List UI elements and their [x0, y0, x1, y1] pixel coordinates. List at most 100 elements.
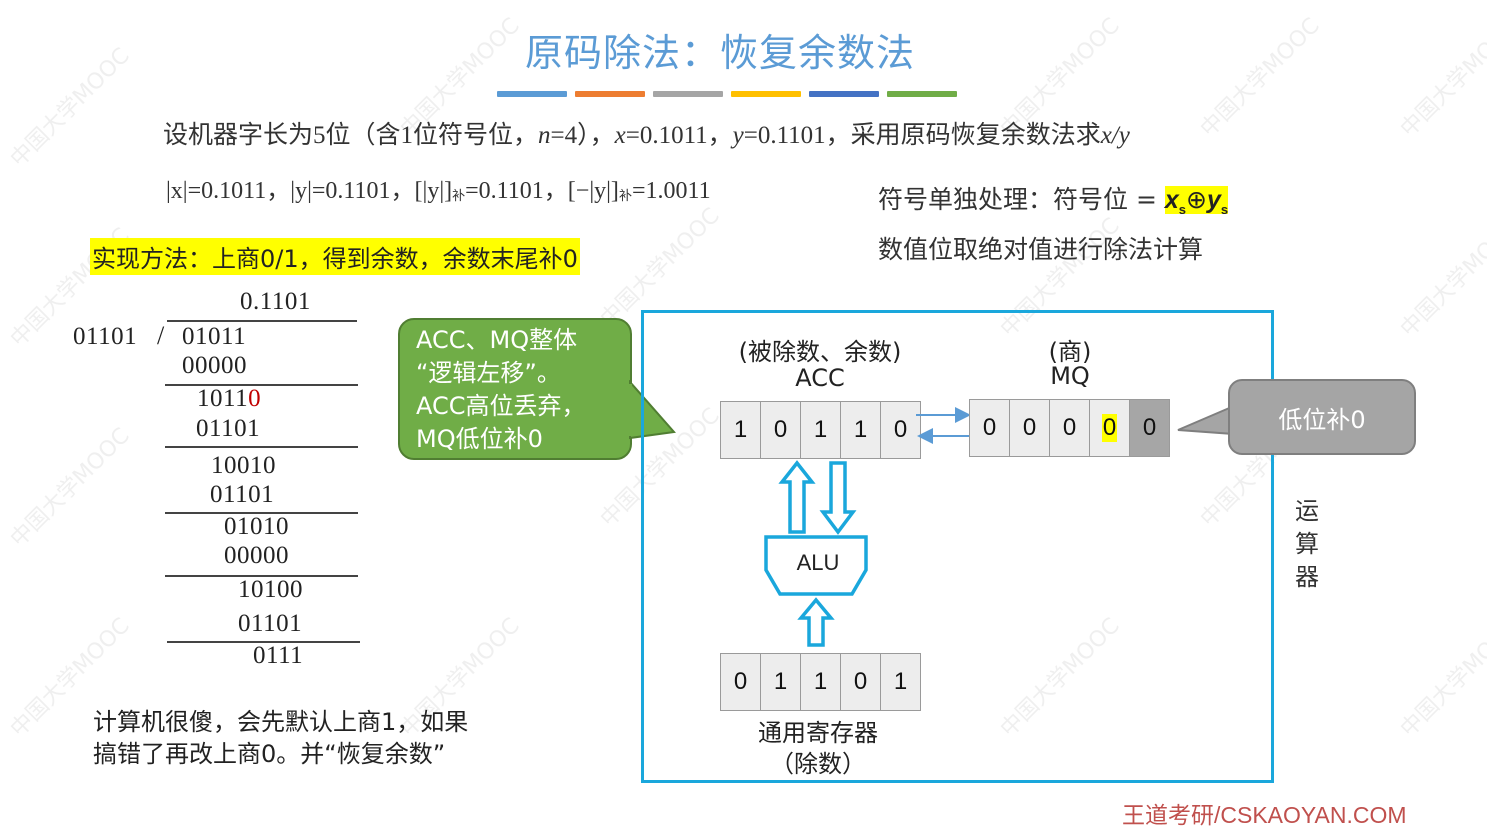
arrow-down-icon	[819, 461, 857, 535]
shift-callout: ACC、MQ整体 “逻辑左移”。 ACC高位丢弃， MQ低位补0	[398, 318, 632, 460]
sign-note-label: 符号单独处理：符号位 =	[878, 185, 1165, 214]
comp-y: [|y|]	[414, 178, 453, 204]
magnitude-note: 数值位取绝对值进行除法计算	[878, 235, 1204, 264]
division-line	[165, 384, 358, 386]
mq-bit: 0	[1009, 399, 1050, 457]
color-bar-gold	[731, 91, 801, 97]
slide-title: 原码除法：恢复余数法	[524, 31, 915, 75]
var-y: y	[732, 122, 744, 149]
arrow-up-icon	[797, 597, 835, 647]
acc-bit: 1	[840, 401, 881, 459]
callout-line: ACC、MQ整体	[416, 326, 578, 354]
low-bit-callout: 低位补0	[1228, 379, 1416, 455]
mq-bit-appended: 0	[1129, 399, 1170, 457]
gpr-bit: 1	[760, 653, 801, 711]
color-bar-green	[887, 91, 957, 97]
xs-sub: s	[1178, 202, 1186, 217]
problem-statement: 设机器字长为5位（含1位符号位，n=4），x=0.1011，y=0.1101，采…	[163, 115, 1130, 151]
title-color-bars	[497, 91, 957, 97]
operand-values: |x|=0.1011，|y|=0.1101，[|y|]补=0.1101，[−|y…	[166, 170, 711, 205]
alu-datapath	[764, 460, 868, 647]
ys-sub: s	[1220, 202, 1229, 217]
division-row: 01101	[210, 481, 275, 508]
neg-comp-y: [−|y|]	[567, 178, 619, 204]
unit-label-char: 器	[1295, 563, 1319, 591]
acc-register: 1 0 1 1 0	[720, 401, 921, 459]
abs-x: |x|=0.1011，	[166, 178, 291, 204]
division-row: 01101	[238, 610, 303, 637]
division-line	[165, 512, 358, 514]
division-row: 00000	[224, 542, 289, 569]
division-row: 01101	[196, 415, 261, 442]
var-x: x	[614, 122, 626, 149]
acc-bit: 1	[800, 401, 841, 459]
mq-register: 0 0 0 0 0	[969, 399, 1170, 457]
mq-bit-highlighted: 0	[1089, 399, 1130, 457]
note-line: 搞错了再改上商0。并“恢复余数”	[93, 740, 446, 768]
sign-note: 符号单独处理：符号位 = xs⊕ys	[878, 180, 1229, 217]
division-row: 10010	[211, 452, 276, 479]
gpr-bit: 0	[720, 653, 761, 711]
digits: 1011	[197, 385, 249, 412]
quotient: 0.1101	[240, 288, 311, 315]
division-line	[167, 641, 360, 643]
divisor: 01101	[73, 323, 138, 350]
bottom-note: 计算机很傻，会先默认上商1，如果 搞错了再改上商0。并“恢复余数”	[93, 706, 468, 770]
method-highlight: 实现方法：上商0/1，得到余数，余数末尾补0	[90, 238, 580, 275]
var-x-over-y: x/y	[1100, 122, 1130, 149]
gray-callout-pointer	[1177, 404, 1235, 436]
abs-y: |y|=0.1101，	[290, 178, 415, 204]
xor-symbol: ⊕	[1185, 186, 1207, 214]
unit-label-char: 运	[1295, 497, 1319, 525]
ys: y	[1206, 186, 1221, 214]
comp-y-value: =0.1101，	[465, 178, 568, 204]
mq-caption: (商)	[1048, 338, 1092, 366]
shift-arrows	[916, 407, 972, 444]
callout-line: ACC高位丢弃，	[416, 392, 586, 420]
color-bar-orange	[575, 91, 645, 97]
acc-label: ACC	[795, 364, 845, 392]
mq-bit: 0	[969, 399, 1010, 457]
unit-label-char: 算	[1295, 530, 1319, 558]
alu-icon	[764, 535, 868, 596]
watermark: 中国大学MOOC	[1395, 213, 1487, 343]
acc-caption: (被除数、余数)	[738, 338, 902, 366]
gpr-bit: 1	[800, 653, 841, 711]
division-row: 01010	[224, 513, 289, 540]
division-row: 10100	[238, 576, 303, 603]
gpr-caption: （除数）	[770, 750, 866, 778]
callout-line: MQ低位补0	[416, 425, 543, 453]
acc-bit: 1	[720, 401, 761, 459]
xs: x	[1164, 186, 1179, 214]
mq-label: MQ	[1050, 362, 1090, 390]
division-row: 10110	[197, 385, 261, 413]
division-remainder: 0111	[253, 642, 304, 669]
color-bar-blue	[497, 91, 567, 97]
problem-text: 设机器字长为5位（含1位符号位，	[163, 122, 539, 149]
sign-formula: xs⊕ys	[1164, 186, 1229, 217]
comp-subscript: 补	[452, 188, 466, 203]
arithmetic-unit-label: 运 算 器	[1292, 495, 1322, 594]
comp-subscript: 补	[618, 188, 632, 203]
acc-bit: 0	[760, 401, 801, 459]
footer-brand: 王道考研/CSKAOYAN.COM	[1122, 802, 1407, 828]
mq-bit-value: 0	[1101, 414, 1118, 442]
division-bar	[167, 320, 357, 322]
problem-text: =0.1101，采用原码恢复余数法求	[743, 122, 1101, 149]
problem-text: =4），	[550, 122, 615, 149]
neg-comp-y-value: =1.0011	[631, 178, 711, 204]
gpr-label: 通用寄存器	[758, 719, 878, 747]
alu-label: ALU	[796, 550, 840, 575]
callout-line: “逻辑左移”。	[416, 359, 561, 387]
division-row: 01011	[182, 323, 247, 350]
note-line: 计算机很傻，会先默认上商1，如果	[93, 708, 469, 736]
division-line	[165, 575, 358, 577]
division-bracket: /	[157, 321, 165, 350]
color-bar-gray	[653, 91, 723, 97]
arrow-up-icon	[778, 460, 816, 534]
color-bar-darkblue	[809, 91, 879, 97]
acc-bit: 0	[880, 401, 921, 459]
appended-zero: 0	[248, 385, 262, 412]
gpr-register: 0 1 1 0 1	[720, 653, 921, 711]
gpr-bit: 1	[880, 653, 921, 711]
